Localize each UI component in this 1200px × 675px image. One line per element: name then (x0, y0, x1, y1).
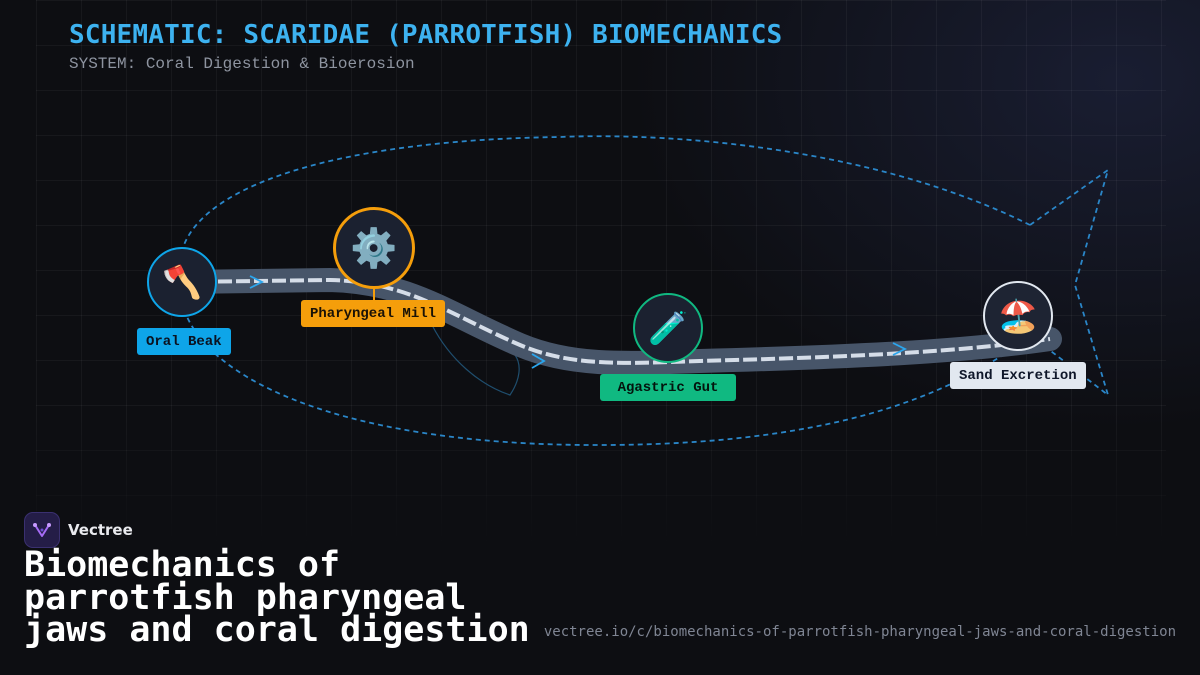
brand[interactable]: Vectree (24, 512, 133, 548)
page-subtitle: SYSTEM: Coral Digestion & Bioerosion (69, 55, 415, 73)
agastric-gut-node[interactable]: 🧪 (633, 293, 703, 363)
pharyngeal-mill-label: Pharyngeal Mill (301, 300, 446, 327)
sand-excretion-node[interactable]: 🏖️ (983, 281, 1053, 351)
vectree-logo-icon (24, 512, 60, 548)
oral-beak-node[interactable]: 🪓 (147, 247, 217, 317)
pectoral-fin-outline (431, 324, 520, 396)
page-title: SCHEMATIC: SCARIDAE (PARROTFISH) BIOMECH… (69, 20, 783, 50)
brand-name: Vectree (68, 521, 133, 539)
flow-arrow-icon (892, 342, 908, 356)
beach-umbrella-icon: 🏖️ (998, 297, 1038, 335)
flow-arrow-icon (531, 353, 546, 369)
oral-beak-label: Oral Beak (137, 328, 231, 355)
test-tube-icon: 🧪 (648, 309, 688, 347)
flow-arrow-icon (249, 275, 265, 289)
article-headline: Biomechanics of parrotfish pharyngeal ja… (24, 545, 530, 650)
sand-excretion-label: Sand Excretion (950, 362, 1086, 389)
article-url[interactable]: vectree.io/c/biomechanics-of-parrotfish-… (543, 624, 1176, 640)
agastric-gut-label: Agastric Gut (600, 374, 736, 401)
pharyngeal-mill-node[interactable]: ⚙️ (333, 207, 415, 289)
axe-icon: 🪓 (162, 263, 202, 301)
gear-icon: ⚙️ (350, 225, 398, 270)
